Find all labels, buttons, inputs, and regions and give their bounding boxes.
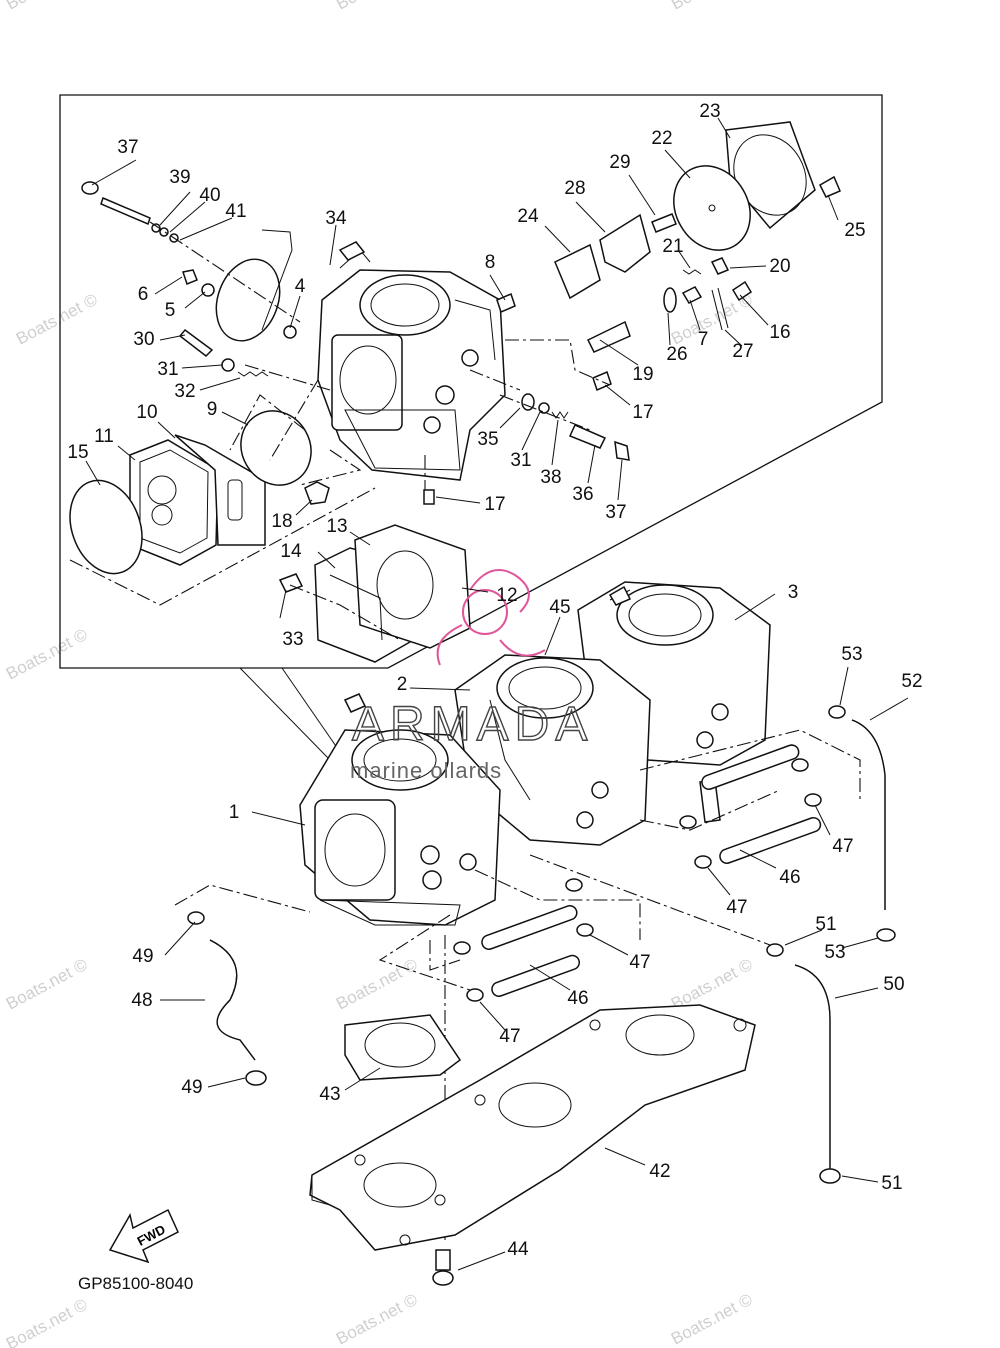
callout-c16: 16 [769,322,790,343]
callout-c20: 20 [769,256,790,277]
callout-c47d: 47 [499,1026,520,1047]
watermark-text: Boats.net © [668,1290,756,1348]
watermark-text: Boats.net © [3,955,91,1014]
callout-c43: 43 [319,1084,340,1105]
callout-leaders [85,117,909,1271]
callout-c6: 6 [138,284,149,305]
callout-c50: 50 [883,974,904,995]
callout-c36: 36 [572,484,593,505]
callout-c51b: 51 [881,1173,902,1194]
watermark-text: Boats.net © [333,955,421,1014]
callout-c29: 29 [609,152,630,173]
callout-c7: 7 [698,329,709,350]
watermark-text: Boats.net © [3,1295,91,1348]
hose-clamps [187,705,896,1184]
callout-c37b: 37 [605,502,626,523]
fwd-arrow-icon: FWD [108,1208,179,1264]
callout-c30: 30 [133,329,154,350]
callout-c13: 13 [326,516,347,537]
callout-c17a: 17 [632,402,653,423]
intake-manifold [309,1004,756,1286]
callout-labels: 1234567891011121314151617171819202122232… [67,101,922,1260]
callout-c46a: 46 [779,867,800,888]
callout-c26: 26 [666,344,687,365]
fuel-hoses [209,719,886,1170]
callout-c14: 14 [280,541,302,562]
callout-c25: 25 [844,220,865,241]
callout-c4: 4 [295,276,306,297]
diaphragm-cover-parts [278,121,841,593]
callout-c27: 27 [732,341,753,362]
callout-c10: 10 [136,402,157,423]
watermark-text: Boats.net © [333,1290,421,1348]
carburetor-detail-body [317,241,506,481]
callout-c53a: 53 [841,644,862,665]
callout-c23: 23 [699,101,720,122]
watermark-text: Boats.net © [3,0,91,14]
callout-c48: 48 [131,990,152,1011]
callout-c33: 33 [282,629,303,650]
brand-watermark: ARMADA marine ollards [350,569,593,783]
callout-c11: 11 [94,426,114,447]
callout-c31b: 31 [510,450,531,471]
brand-name: ARMADA [352,698,593,751]
callout-c46b: 46 [567,988,588,1009]
callout-c41: 41 [225,201,246,222]
callout-c34: 34 [325,208,347,229]
callout-c9: 9 [207,399,218,420]
callout-c47c: 47 [629,952,650,973]
callout-c42: 42 [649,1161,670,1182]
callout-c32: 32 [174,381,195,402]
adjust-screw-set [81,181,330,505]
diagram-code: GP85100-8040 [78,1274,193,1293]
callout-c3: 3 [788,582,799,603]
callout-c2: 2 [397,674,408,695]
watermark-text: Boats.net © [3,625,91,684]
callout-c44: 44 [507,1239,529,1260]
callout-c19: 19 [632,364,653,385]
callout-c1: 1 [229,802,240,823]
callout-c47a: 47 [832,836,853,857]
carburetor-assembly [299,581,771,926]
callout-c51a: 51 [815,914,836,935]
callout-c39: 39 [169,167,190,188]
detail-leader-2 [281,667,341,753]
watermark-text: Boats.net © [333,0,421,14]
callout-c21: 21 [662,236,683,257]
callout-c8: 8 [485,252,496,273]
watermark-text: Boats.net © [668,0,756,14]
watermark-text: Boats.net © [668,955,756,1014]
callout-c37a: 37 [117,137,138,158]
callout-c28: 28 [564,178,585,199]
callout-c5: 5 [165,300,176,321]
callout-c38: 38 [540,467,561,488]
callout-c40: 40 [199,185,220,206]
callout-c17b: 17 [484,494,505,515]
callout-c31a: 31 [157,359,178,380]
callout-c12: 12 [496,585,517,606]
watermark-text: Boats.net © [13,290,101,349]
callout-c24: 24 [517,206,539,227]
callout-c49a: 49 [132,946,153,967]
brand-tagline: marine ollards [350,758,502,783]
detail-frame [59,94,883,669]
callout-c22: 22 [651,128,672,149]
callout-c52: 52 [901,671,922,692]
callout-c49b: 49 [181,1077,202,1098]
callout-c18: 18 [271,511,292,532]
callout-c53b: 53 [824,942,845,963]
detail-dashed-lines [69,221,611,641]
callout-c47b: 47 [726,897,747,918]
cover-gasket-parts [314,524,471,663]
detail-leader-1 [239,667,331,761]
callout-c35: 35 [477,429,498,450]
callout-c15: 15 [67,442,88,463]
callout-c45: 45 [549,597,570,618]
pump-cover-assembly [69,229,312,575]
